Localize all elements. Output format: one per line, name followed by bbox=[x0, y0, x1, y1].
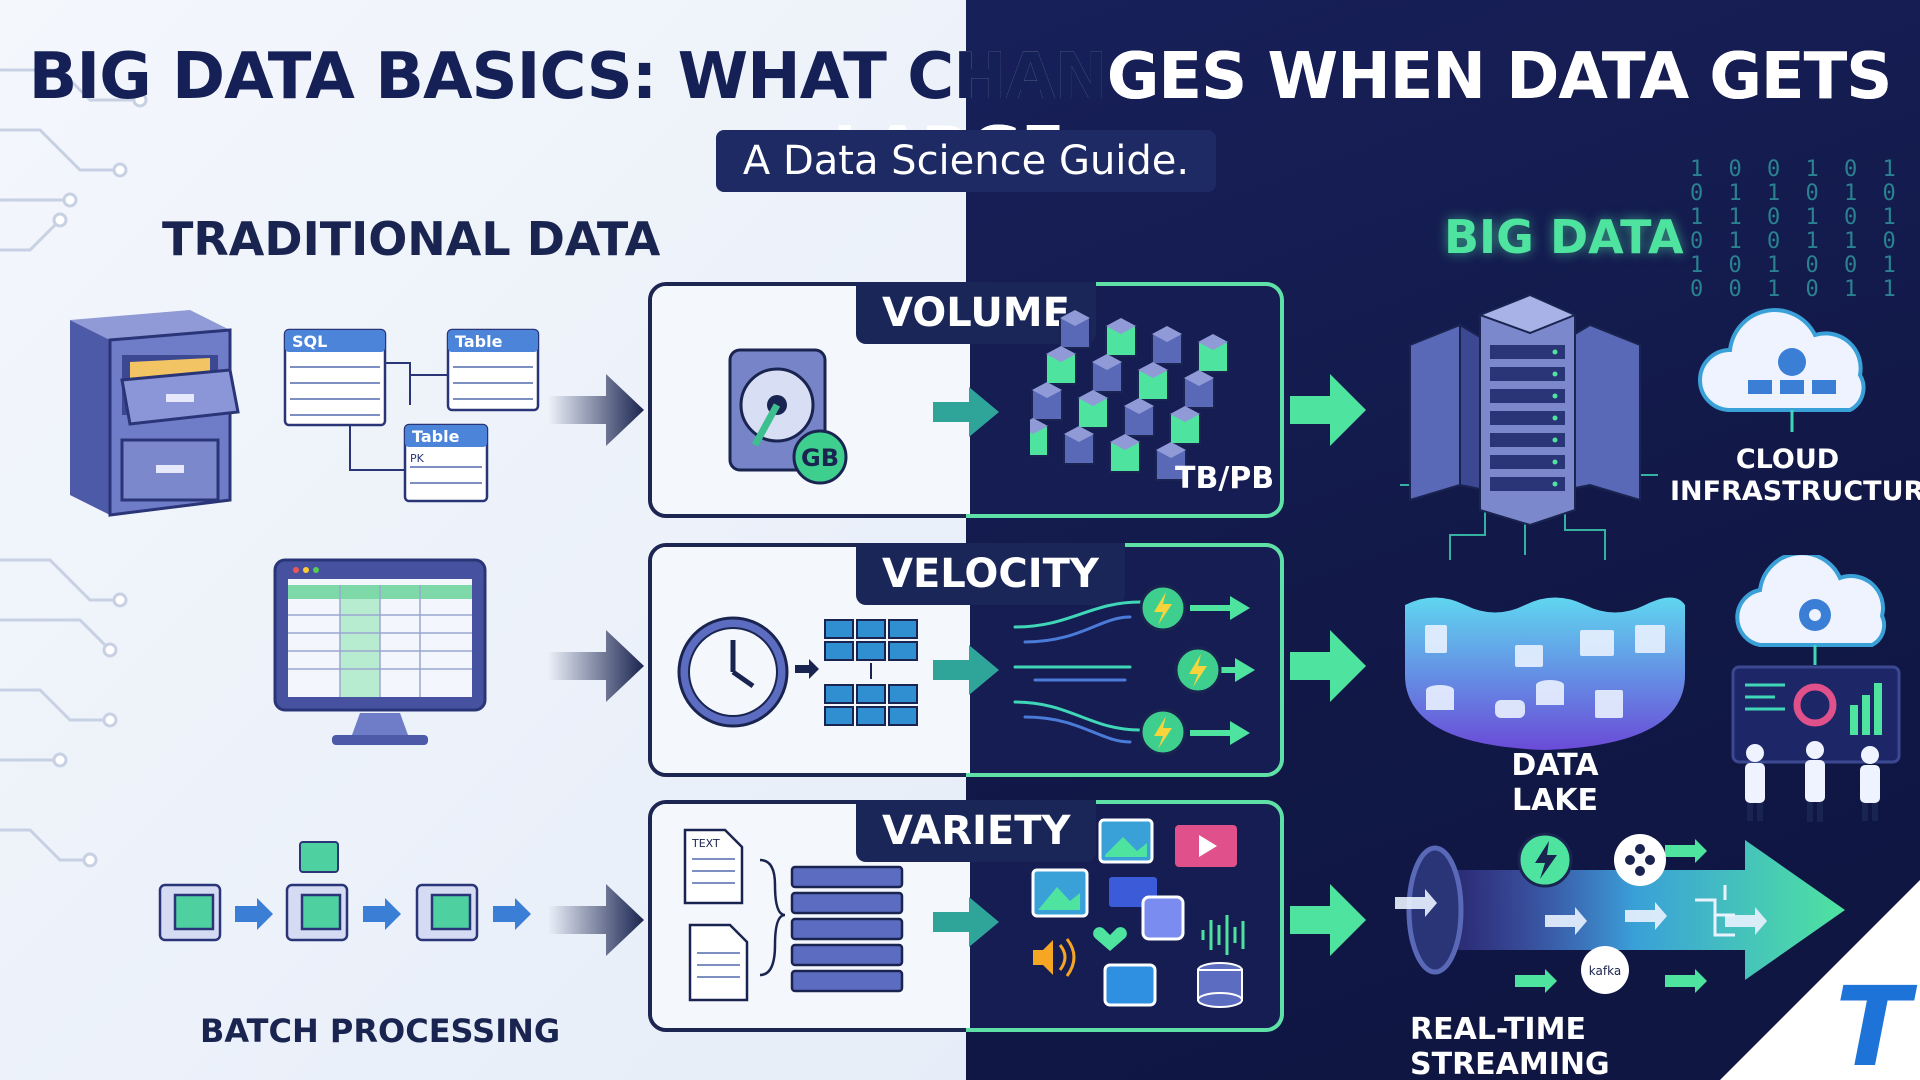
binary-row: 1 0 1 0 0 1 bbox=[1690, 253, 1902, 278]
panel-accent-border bbox=[966, 800, 1284, 1032]
gb-badge: GB bbox=[801, 444, 839, 472]
batch-processing-diagram bbox=[158, 841, 531, 942]
streaming-lightning-icons bbox=[1013, 584, 1255, 756]
table-label: Table bbox=[412, 427, 460, 446]
relational-tables-diagram: SQL Table Table PK bbox=[283, 328, 540, 503]
sql-label: SQL bbox=[292, 332, 327, 351]
panel-accent-border bbox=[966, 282, 1284, 518]
data-lake-icon bbox=[1405, 597, 1685, 750]
arrow-icon bbox=[933, 897, 999, 947]
clock-icon bbox=[677, 616, 789, 728]
subtitle-badge: A Data Science Guide. bbox=[716, 130, 1216, 192]
traditional-data-heading: TRADITIONAL DATA bbox=[162, 212, 661, 266]
binary-row: 0 1 0 1 1 0 bbox=[1690, 229, 1902, 254]
binary-row: 1 0 0 1 0 1 bbox=[1690, 157, 1902, 182]
cloud-infrastructure-label: CLOUD INFRASTRUCTURE bbox=[1670, 444, 1920, 508]
real-time-streaming-label: REAL-TIME STREAMING bbox=[1410, 1012, 1610, 1080]
kafka-label: kafka bbox=[1589, 964, 1621, 978]
pk-label: PK bbox=[410, 452, 425, 465]
data-lake-label: DATA LAKE bbox=[1511, 748, 1599, 818]
binary-row: 1 1 0 1 0 1 bbox=[1690, 205, 1902, 230]
server-rack-cluster-icon bbox=[1400, 293, 1658, 560]
real-time-streaming-icon: kafka bbox=[1395, 832, 1845, 994]
cloud-label-line: INFRASTRUCTURE bbox=[1670, 476, 1920, 507]
analytics-team-icon bbox=[1731, 555, 1901, 822]
documents-to-database-icon: TEXT bbox=[683, 828, 904, 1002]
binary-row: 0 0 1 0 1 1 bbox=[1690, 277, 1902, 302]
title-right-part: GES WHEN DATA GETS LARGE. bbox=[833, 40, 1892, 188]
arrow-icon bbox=[548, 374, 644, 446]
media-type-icons bbox=[1031, 818, 1245, 1008]
batch-processing-label: BATCH PROCESSING bbox=[200, 1012, 561, 1050]
panel-accent-border bbox=[966, 543, 1284, 777]
binary-row: 0 1 1 0 1 0 bbox=[1690, 181, 1902, 206]
table-label: Table bbox=[455, 332, 503, 351]
arrow-icon bbox=[1290, 374, 1366, 446]
spreadsheet-monitor-icon bbox=[273, 558, 487, 745]
volume-tag: VOLUME bbox=[856, 282, 1096, 344]
arrow-icon bbox=[1290, 884, 1366, 956]
arrow-icon bbox=[548, 884, 644, 956]
arrow-icon bbox=[933, 387, 999, 437]
arrow-icon bbox=[548, 630, 644, 702]
big-data-heading: BIG DATA bbox=[1444, 210, 1684, 264]
arrow-icon bbox=[1290, 630, 1366, 702]
tbpb-label: TB/PB bbox=[1175, 461, 1274, 496]
svg-text:TEXT: TEXT bbox=[691, 837, 720, 850]
storage-cube-cluster-icon: TB/PB bbox=[1030, 310, 1274, 496]
data-grid-icon bbox=[795, 619, 918, 726]
binary-decoration: 1 0 0 1 0 1 0 1 1 0 1 0 1 1 0 1 0 1 0 1 … bbox=[1690, 158, 1902, 302]
brand-logo: T bbox=[1720, 880, 1920, 1080]
variety-tag: VARIETY bbox=[856, 800, 1097, 862]
circuit-decoration-left bbox=[0, 68, 148, 868]
title-left-part: BIG DATA BASICS: WHAT CHAN bbox=[28, 40, 1108, 114]
cloud-infrastructure-icon bbox=[1698, 308, 1866, 432]
logo-letter: T bbox=[1835, 963, 1918, 1080]
cloud-label-line: CLOUD bbox=[1735, 444, 1840, 475]
arrow-icon bbox=[933, 645, 999, 695]
filing-cabinet-icon bbox=[70, 310, 240, 517]
page-title: BIG DATA BASICS: WHAT CHANGES WHEN DATA … bbox=[0, 40, 1920, 188]
hard-drive-icon: GB bbox=[728, 348, 848, 485]
velocity-tag: VELOCITY bbox=[856, 543, 1125, 605]
